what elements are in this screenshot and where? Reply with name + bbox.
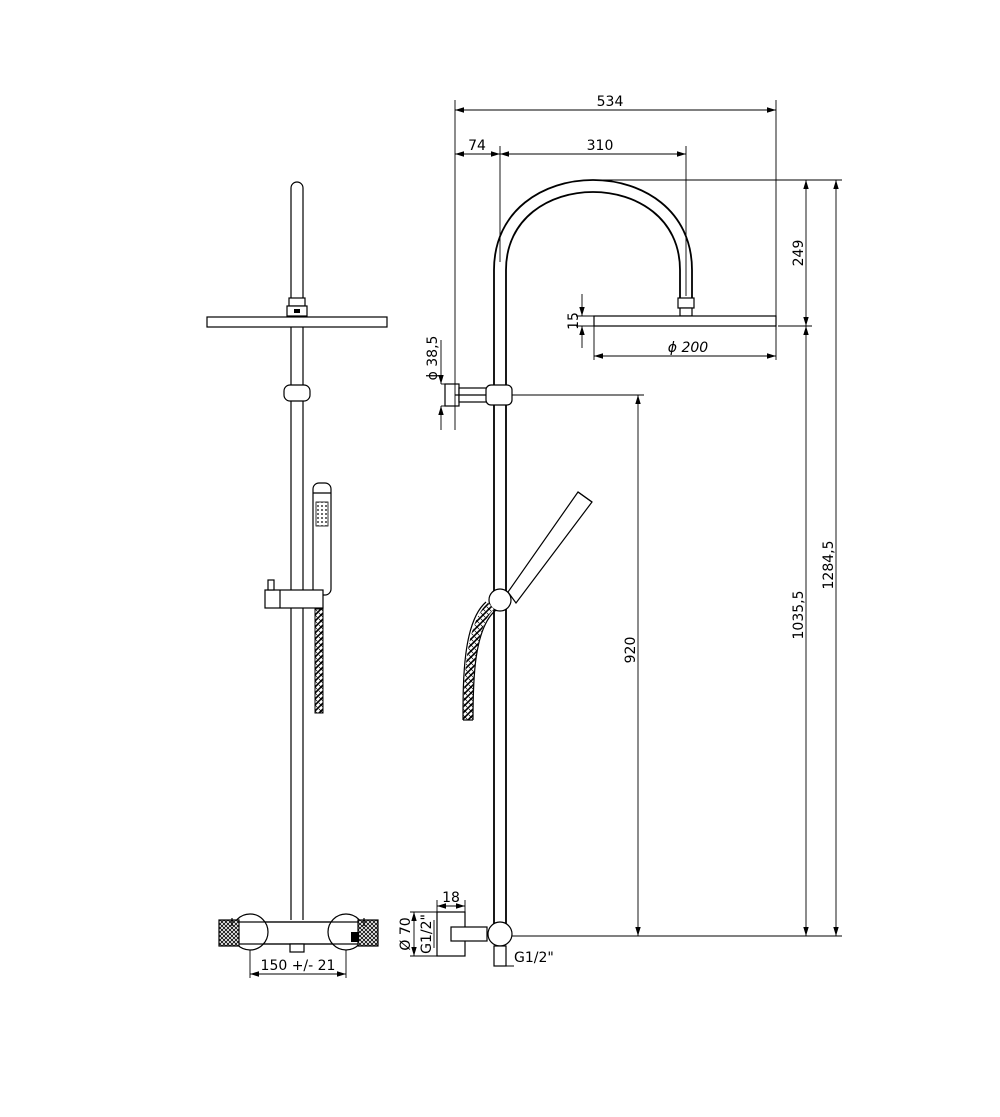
front-mixer-outlet — [289, 943, 305, 953]
dim-18-label: 18 — [442, 890, 460, 906]
side-view — [436, 179, 777, 967]
dim-534-label: 534 — [597, 94, 624, 110]
side-head-connector — [679, 307, 693, 317]
side-shower-head — [593, 315, 777, 327]
dim-15-label: 15 — [566, 312, 582, 330]
side-mixer-body — [487, 921, 513, 947]
dim-70-label: Ø 70 — [398, 917, 414, 950]
front-slide-holder — [264, 589, 324, 609]
side-bottom-outlet — [493, 945, 507, 967]
front-right-handle — [357, 919, 379, 947]
side-head-nut — [677, 297, 695, 309]
front-head-mark — [294, 309, 300, 313]
front-hose — [314, 608, 324, 714]
front-shower-head — [206, 316, 388, 328]
side-hose — [463, 602, 495, 721]
side-inlet-pipe — [450, 926, 488, 942]
dim-200-label: ϕ 200 — [668, 340, 709, 356]
front-head-nut — [288, 297, 306, 307]
dim-74-label: 74 — [468, 138, 486, 154]
side-arch-outer — [493, 179, 693, 930]
dim-1035-label: 1035,5 — [791, 591, 807, 640]
g12-left-label: G1/2" — [419, 914, 435, 954]
g12-bottom-label: G1/2" — [514, 950, 554, 966]
side-hose-outline — [462, 601, 497, 721]
front-riser-bracket — [283, 384, 311, 402]
side-hand-shower — [507, 491, 593, 605]
front-top-pipe — [290, 181, 304, 298]
dim-310-label: 310 — [587, 138, 614, 154]
side-dimensions: 534 74 310 249 15 ϕ 200 ϕ 38,5 — [398, 94, 842, 967]
side-riser-collar — [485, 384, 513, 406]
dim-249-label: 249 — [791, 240, 807, 267]
centers-distance-label: 150 +/- 21 — [261, 958, 336, 974]
side-slide-holder — [488, 588, 512, 612]
dim-38-label: ϕ 38,5 — [425, 336, 441, 381]
front-view: 150 +/- 21 — [206, 181, 388, 978]
front-left-handle — [218, 919, 240, 947]
front-hand-shower — [312, 482, 332, 596]
dim-1284-label: 1284,5 — [821, 541, 837, 590]
front-hand-shower-nozzles — [315, 501, 329, 527]
side-arch-inner — [505, 191, 681, 930]
side-hand-shower-head — [577, 491, 593, 503]
dim-920-label: 920 — [623, 637, 639, 664]
front-mixer-marker — [351, 932, 359, 942]
front-slide-knob — [267, 579, 275, 591]
